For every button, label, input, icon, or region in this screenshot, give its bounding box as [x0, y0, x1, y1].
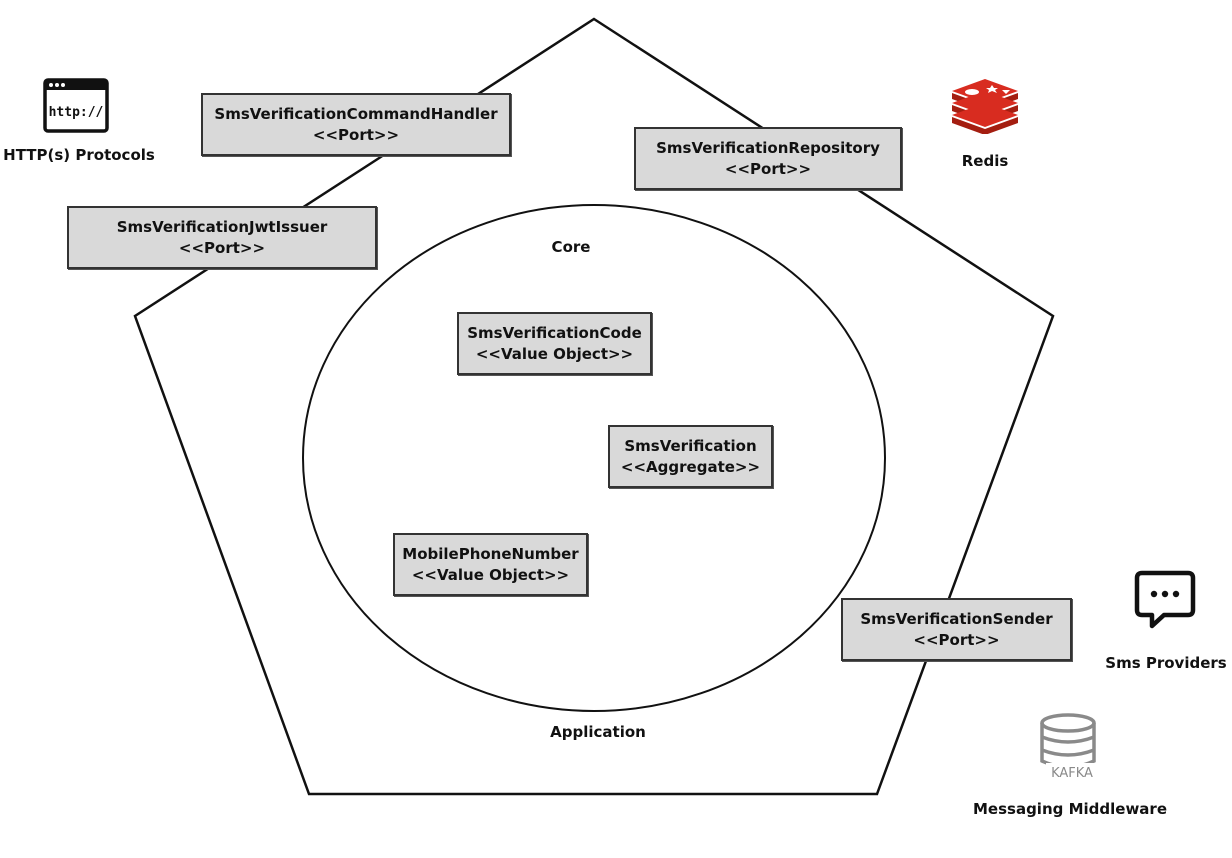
port-stereotype: <<Port>> [312, 125, 400, 144]
port-stereotype: <<Port>> [913, 630, 1000, 649]
port-sender[interactable]: SmsVerificationSender <<Port>> [841, 598, 1072, 661]
port-command-handler[interactable]: SmsVerificationCommandHandler <<Port>> [201, 93, 511, 156]
http-label: HTTP(s) Protocols [3, 146, 155, 164]
messaging-middleware-label: Messaging Middleware [972, 800, 1168, 818]
element-stereotype: <<Value Object>> [475, 344, 634, 363]
port-stereotype: <<Port>> [178, 238, 266, 257]
element-name: MobilePhoneNumber [402, 544, 579, 563]
core-ellipse [302, 204, 886, 712]
application-label: Application [550, 723, 646, 741]
kafka-icon-text: KAFKA [1051, 766, 1093, 781]
port-name: SmsVerificationJwtIssuer [116, 217, 328, 236]
core-verification-code[interactable]: SmsVerificationCode <<Value Object>> [457, 312, 652, 375]
element-name: SmsVerification [624, 436, 757, 455]
port-repository[interactable]: SmsVerificationRepository <<Port>> [634, 127, 902, 190]
element-stereotype: <<Value Object>> [411, 565, 570, 584]
port-stereotype: <<Port>> [724, 159, 812, 178]
browser-window-icon: http:// [43, 78, 109, 133]
core-verification-aggregate[interactable]: SmsVerification <<Aggregate>> [608, 425, 773, 488]
redis-label: Redis [961, 152, 1009, 170]
core-label: Core [551, 238, 591, 256]
port-jwt-issuer[interactable]: SmsVerificationJwtIssuer <<Port>> [67, 206, 377, 269]
http-icon-text: http:// [49, 105, 104, 120]
port-name: SmsVerificationSender [860, 609, 1053, 628]
chat-bubble-icon [1134, 570, 1196, 629]
port-name: SmsVerificationRepository [656, 138, 880, 157]
element-stereotype: <<Aggregate>> [620, 457, 761, 476]
element-name: SmsVerificationCode [467, 323, 642, 342]
core-mobile-phone-number[interactable]: MobilePhoneNumber <<Value Object>> [393, 533, 588, 596]
port-name: SmsVerificationCommandHandler [214, 104, 498, 123]
database-icon: KAFKA [1040, 713, 1096, 781]
sms-providers-label: Sms Providers [1105, 654, 1227, 672]
redis-logo-icon [952, 79, 1018, 134]
